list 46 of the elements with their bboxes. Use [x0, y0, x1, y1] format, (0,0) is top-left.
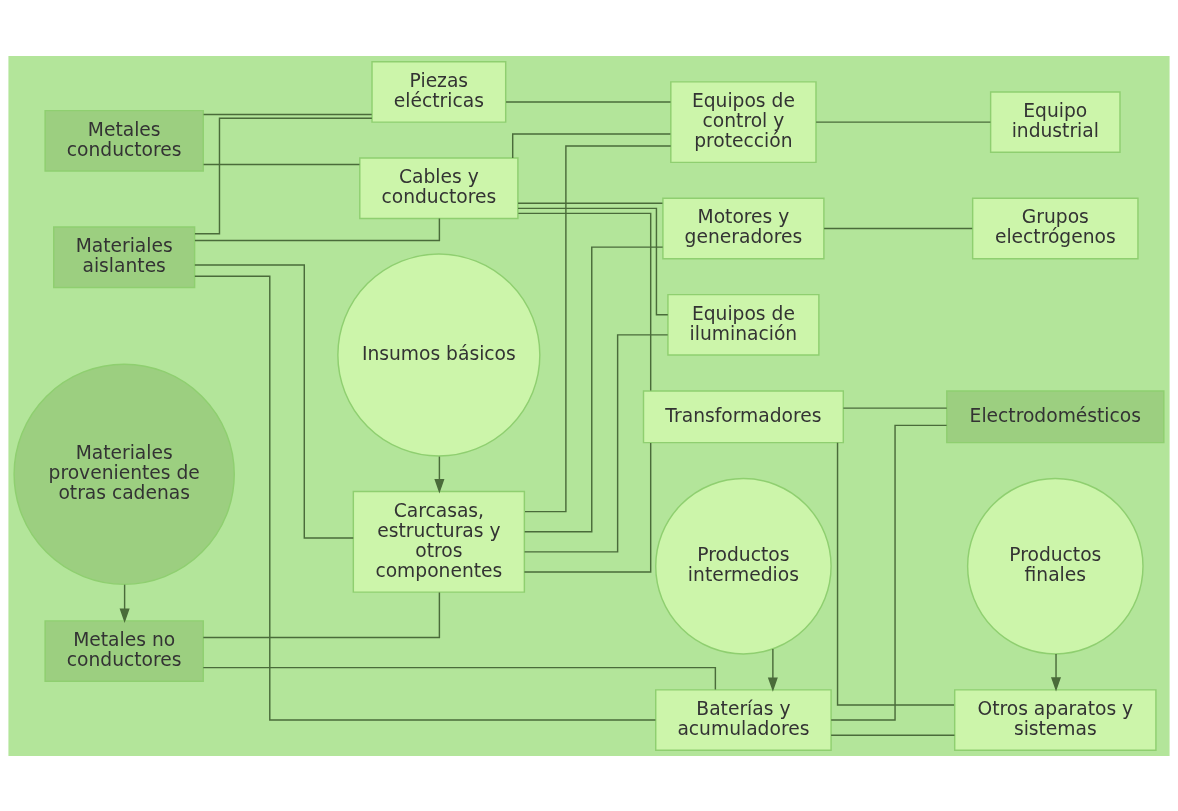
- connector: [517, 207, 669, 315]
- arrow: [119, 583, 130, 623]
- connector: [842, 406, 948, 409]
- node-circle: Productos intermedios: [655, 477, 832, 655]
- node-circle: Materiales provenientes de otras cadenas: [13, 362, 235, 585]
- connector: [830, 733, 956, 736]
- connector: [836, 441, 955, 706]
- node-box: Equipos de iluminación: [667, 293, 820, 356]
- node-box: Equipo industrial: [989, 90, 1121, 153]
- connector: [517, 202, 664, 204]
- connector: [194, 217, 441, 241]
- connector: [823, 227, 973, 229]
- node-box: Piezas eléctricas: [371, 60, 507, 123]
- connector: [512, 132, 672, 159]
- connector: [505, 100, 672, 103]
- node-box: Materiales aislantes: [53, 225, 196, 288]
- connector: [202, 666, 717, 690]
- node-box: Grupos electrógenos: [971, 197, 1139, 259]
- connector: [517, 212, 652, 391]
- node-circle: Insumos básicos: [337, 252, 541, 457]
- arrow: [767, 647, 778, 692]
- connector: [194, 275, 657, 721]
- connector: [523, 333, 669, 553]
- connector: [815, 120, 992, 123]
- connector: [830, 424, 948, 721]
- connector: [524, 144, 672, 512]
- connector: [202, 113, 373, 115]
- node-circle: Productos finales: [966, 477, 1144, 655]
- node-box: Transformadores: [642, 389, 844, 443]
- arrow: [1051, 652, 1062, 692]
- connector: [202, 591, 441, 638]
- node-box: Carcasas, estructuras y otros componentes: [352, 490, 526, 593]
- node-box: Metales no conductores: [44, 619, 204, 682]
- connector: [194, 117, 373, 234]
- connector: [194, 263, 354, 539]
- connector: [523, 245, 664, 532]
- node-box: Otros aparatos y sistemas: [954, 688, 1157, 751]
- node-box: Cables y conductores: [359, 156, 519, 219]
- arrow: [434, 455, 445, 493]
- connector: [202, 163, 361, 165]
- node-box: Metales conductores: [44, 109, 204, 172]
- node-box: Equipos de control y protección: [670, 80, 817, 163]
- node-box: Baterías y acumuladores: [655, 688, 832, 751]
- connector: [523, 441, 652, 573]
- node-box: Electrodomésticos: [946, 389, 1165, 443]
- node-box: Motores y generadores: [662, 197, 825, 259]
